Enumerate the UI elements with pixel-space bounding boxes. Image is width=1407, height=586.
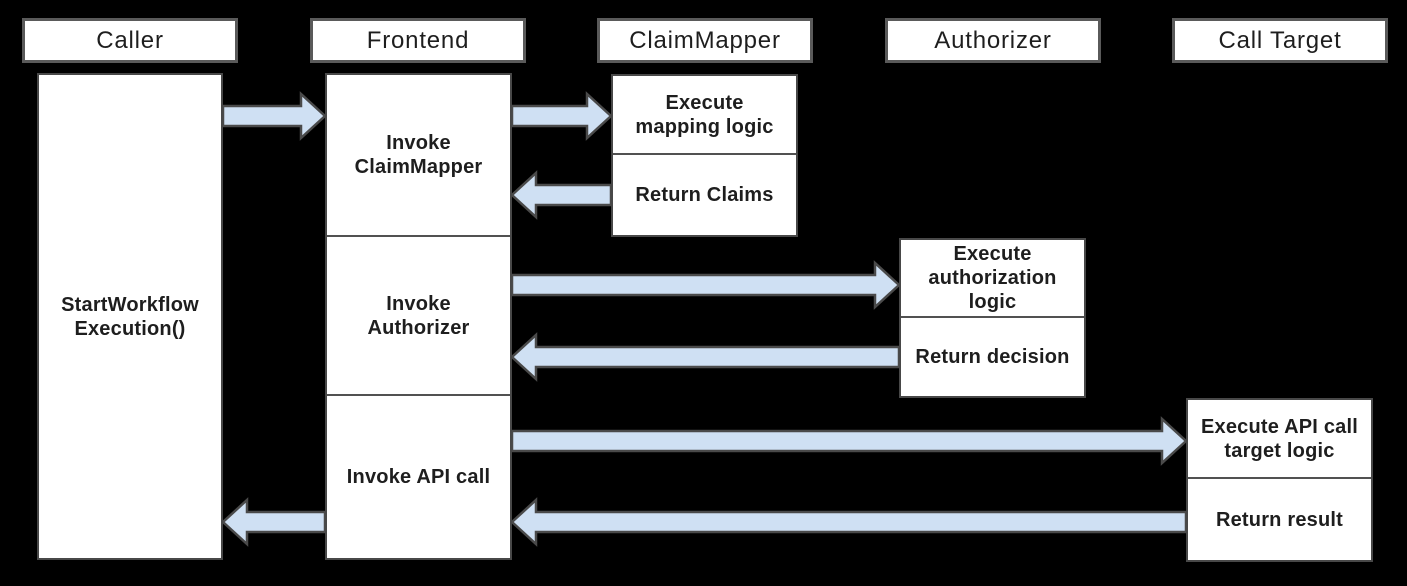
arrow-frontend-to-calltarget — [510, 416, 1188, 466]
task-return-claims: Return Claims — [635, 184, 774, 206]
task-return-result: Return result — [1215, 508, 1344, 531]
task-invoke-api-call: Invoke API call — [346, 466, 491, 488]
lifeline-label: ClaimMapper — [629, 26, 781, 54]
lifeline-header-authorizer: Authorizer — [885, 18, 1101, 63]
arrow-caller-to-frontend — [221, 91, 327, 141]
task-startworkflowexecution: StartWorkflow Execution() — [61, 293, 199, 340]
arrow-frontend-to-caller — [221, 497, 327, 547]
arrow-claimmapper-to-frontend — [510, 170, 613, 220]
lifeline-label: Call Target — [1218, 26, 1342, 54]
activation-caller: StartWorkflow Execution() — [37, 73, 223, 560]
activation-frontend: Invoke ClaimMapper Invoke Authorizer Inv… — [325, 73, 512, 560]
task-invoke-authorizer: Invoke Authorizer — [327, 237, 510, 396]
task-return-decision: Return decision — [915, 346, 1070, 368]
activation-authorizer: Execute authorization logic Return decis… — [899, 238, 1086, 398]
task-invoke-claimmapper: Invoke ClaimMapper — [327, 75, 510, 237]
lifeline-label: Caller — [96, 26, 164, 54]
activation-calltarget: Execute API call target logic Return res… — [1186, 398, 1373, 562]
lifeline-header-frontend: Frontend — [310, 18, 526, 63]
arrow-frontend-to-claimmapper — [510, 91, 613, 141]
lifeline-header-claimmapper: ClaimMapper — [597, 18, 813, 63]
arrow-calltarget-to-frontend — [510, 497, 1188, 547]
lifeline-label: Frontend — [366, 26, 470, 54]
arrow-authorizer-to-frontend — [510, 332, 901, 382]
activation-claimmapper: Execute mapping logic Return Claims — [611, 74, 798, 237]
lifeline-header-caller: Caller — [22, 18, 238, 63]
task-execute-api-call-target-logic: Execute API call target logic — [1188, 400, 1371, 479]
task-execute-mapping-logic: Execute mapping logic — [613, 76, 796, 155]
task-execute-authorization-logic: Execute authorization logic — [901, 240, 1084, 318]
arrow-frontend-to-authorizer — [510, 260, 901, 310]
lifeline-header-calltarget: Call Target — [1172, 18, 1388, 63]
lifeline-label: Authorizer — [934, 26, 1052, 54]
